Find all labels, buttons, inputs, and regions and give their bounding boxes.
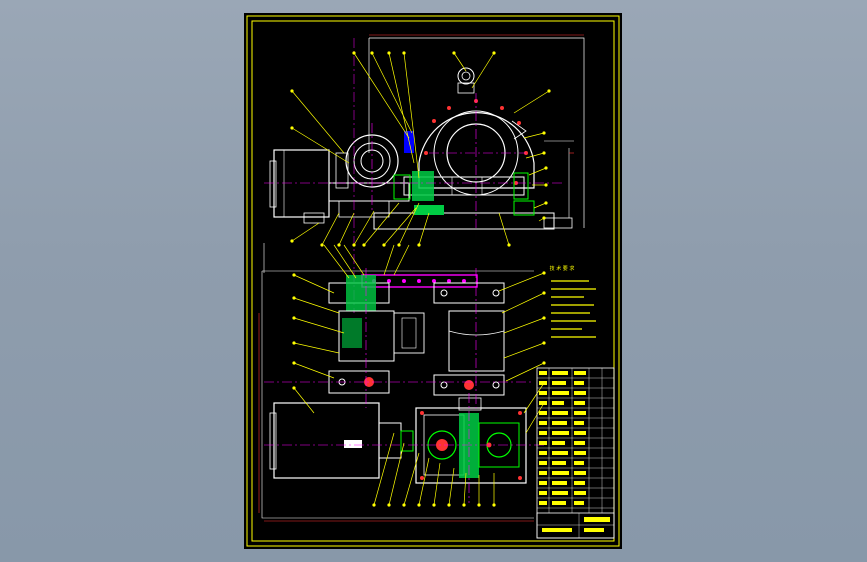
inner-frame — [251, 20, 615, 542]
drum-housing — [418, 112, 535, 189]
title-block — [536, 512, 615, 539]
right-drum — [448, 310, 505, 372]
gearbox-section — [415, 407, 527, 484]
lifting-eye — [457, 67, 475, 85]
engineering-drawing: 技 术 要 求 — [246, 15, 620, 547]
plan-view — [261, 244, 546, 519]
technical-requirements: 技 术 要 求 — [550, 265, 596, 338]
motor-body-bottom — [273, 402, 380, 479]
front-elevation-view — [263, 37, 585, 313]
drawing-sheet: 技 术 要 求 — [244, 13, 622, 549]
motor-body-top — [273, 149, 330, 218]
balloon-markers-top — [290, 51, 551, 247]
technical-requirements-title: 技 术 要 求 — [550, 265, 575, 272]
parts-list — [536, 367, 615, 539]
balloon-markers-bottom — [292, 271, 546, 507]
coupling-green — [412, 171, 434, 201]
outer-frame — [246, 15, 620, 547]
base-frame — [373, 212, 555, 230]
dimension-marks — [258, 34, 584, 522]
